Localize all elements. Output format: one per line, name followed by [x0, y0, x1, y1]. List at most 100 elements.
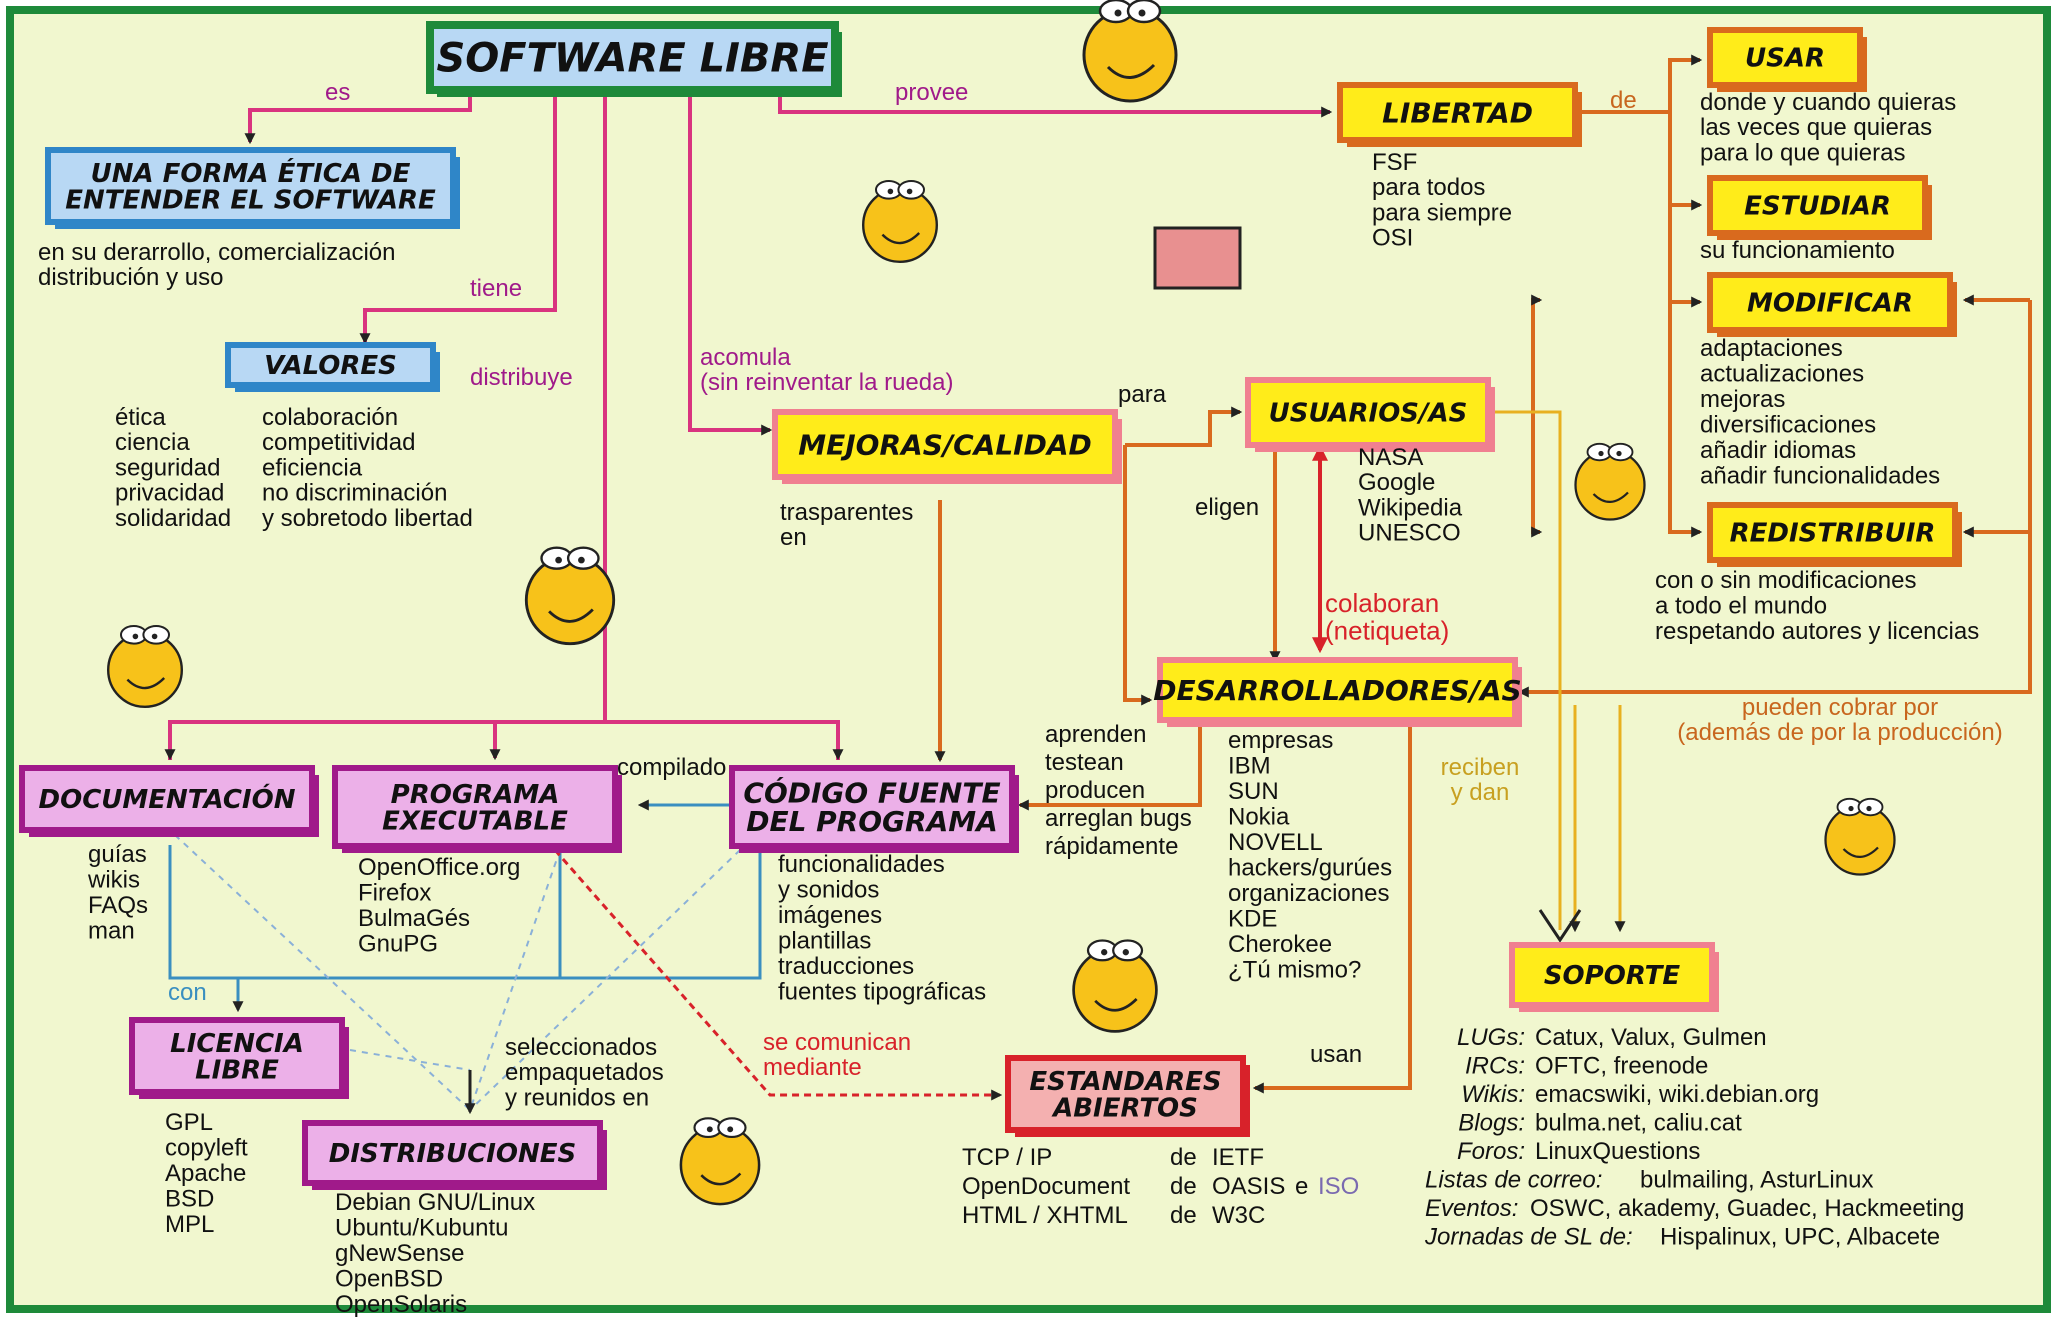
node-estudiar: ESTUDIAR: [1707, 175, 1932, 240]
soporte-label: LUGs:: [1457, 1024, 1525, 1051]
desc-forma-etica: distribución y uso: [38, 264, 223, 291]
standards-cell: de: [1170, 1202, 1197, 1229]
soporte-value: LinuxQuestions: [1535, 1138, 1700, 1165]
desc-dev-list: NOVELL: [1228, 829, 1323, 856]
desc-codigo: y sonidos: [778, 877, 879, 904]
edge-label-seleccionados: seleccionados: [505, 1034, 657, 1061]
soporte-value: bulma.net, caliu.cat: [1535, 1110, 1742, 1137]
desc-dev-list: KDE: [1228, 906, 1277, 933]
nodes: SOFTWARE LIBRE UNA FORMA ÉTICA DEENTENDER…: [19, 21, 1962, 1190]
node-label: ESTANDARES: [1029, 1067, 1221, 1097]
connector-provee: [778, 95, 1333, 118]
desc-valores-1: ética: [115, 404, 166, 431]
edge-label-reciben: y dan: [1451, 779, 1510, 806]
desc-programa: GnuPG: [358, 931, 438, 958]
soporte-label: Listas de correo:: [1425, 1167, 1602, 1194]
node-usuarios: USUARIOS/AS: [1245, 377, 1495, 452]
node-label: VALORES: [264, 351, 397, 381]
desc-usar: las veces que quieras: [1700, 114, 1932, 141]
desc-documentacion: wikis: [87, 867, 140, 894]
desc-distribuciones: Ubuntu/Kubuntu: [335, 1215, 508, 1242]
desc-libertad: para siempre: [1372, 199, 1512, 226]
desc-dev-actions: testean: [1045, 749, 1124, 776]
desc-distribuciones: OpenSolaris: [335, 1291, 467, 1318]
desc-licencia: MPL: [165, 1211, 214, 1238]
desc-valores-1: privacidad: [115, 480, 224, 507]
desc-dev-list: Cherokee: [1228, 931, 1332, 958]
connector-redistribuir: [1668, 302, 1703, 538]
node-redistribuir: REDISTRIBUIR: [1707, 502, 1962, 567]
desc-modificar: mejoras: [1700, 386, 1785, 413]
desc-modificar: actualizaciones: [1700, 361, 1864, 388]
desc-valores-1: ciencia: [115, 429, 190, 456]
desc-modificar: añadir idiomas: [1700, 437, 1856, 464]
node-label: USUARIOS/AS: [1269, 399, 1468, 429]
desc-dev-list: empresas: [1228, 727, 1333, 754]
desc-modificar: añadir funcionalidades: [1700, 463, 1940, 490]
desc-dev-list: SUN: [1228, 778, 1279, 805]
soporte-label: Eventos:: [1425, 1195, 1518, 1222]
connector-usan: [1252, 720, 1412, 1094]
standards-cell: HTML / XHTML: [962, 1202, 1128, 1229]
node-label: EXECUTABLE: [382, 806, 568, 836]
node-label: DOCUMENTACIÓN: [39, 783, 296, 815]
soporte-value: Catux, Valux, Gulmen: [1535, 1024, 1767, 1051]
soporte-label: Jornadas de SL de:: [1424, 1224, 1633, 1251]
soporte-value: bulmailing, AsturLinux: [1640, 1167, 1873, 1194]
standards-cell: de: [1170, 1144, 1197, 1171]
desc-usuarios: Wikipedia: [1358, 494, 1463, 521]
connector-lic-distros: [349, 1049, 471, 1071]
node-usar: USAR: [1707, 27, 1867, 92]
edge-label-con: con: [168, 979, 207, 1006]
connector-es: [244, 95, 472, 145]
node-libertad: LIBERTAD: [1337, 82, 1582, 147]
node-label: USAR: [1745, 44, 1825, 74]
standards-cell: OASIS: [1212, 1173, 1285, 1200]
desc-redistribuir: con o sin modificaciones: [1655, 567, 1916, 594]
desc-usuarios: Google: [1358, 469, 1435, 496]
edge-label-se-comunican: mediante: [763, 1054, 862, 1081]
desc-redistribuir: respetando autores y licencias: [1655, 618, 1979, 645]
edge-label-compilado: compilado: [617, 754, 726, 781]
soporte-value: OSWC, akademy, Guadec, Hackmeeting: [1530, 1195, 1964, 1222]
connector-se-comunican: [553, 849, 1003, 1101]
node-label: DEL PROGRAMA: [746, 805, 998, 838]
desc-licencia: BSD: [165, 1186, 214, 1213]
desc-estudiar: su funcionamiento: [1700, 237, 1895, 264]
edge-label-trasparentes: trasparentes: [780, 499, 913, 526]
node-software-libre: SOFTWARE LIBRE: [426, 21, 842, 97]
desc-dev-actions: rápidamente: [1045, 833, 1178, 860]
edge-label-colaboran: (netiqueta): [1325, 615, 1449, 645]
desc-dev-list: Nokia: [1228, 804, 1290, 831]
mascots: [106, 0, 1896, 1206]
connector-con: [168, 840, 762, 980]
soporte-value: emacswiki, wiki.debian.org: [1535, 1081, 1819, 1108]
node-label: ESTUDIAR: [1744, 192, 1891, 222]
desc-dev-actions: arreglan bugs: [1045, 805, 1192, 832]
soporte-label: Blogs:: [1458, 1110, 1525, 1137]
node-label: LIBERTAD: [1382, 96, 1533, 129]
desc-codigo: fuentes tipográficas: [778, 979, 986, 1006]
connector-tiene: [359, 95, 557, 345]
edge-label-reciben: reciben: [1441, 754, 1520, 781]
edge-label-seleccionados: empaquetados: [505, 1059, 664, 1086]
standards-cell: e: [1295, 1173, 1308, 1200]
node-label: MEJORAS/CALIDAD: [798, 428, 1091, 461]
desc-valores-2: colaboración: [262, 404, 398, 431]
desc-valores-1: solidaridad: [115, 505, 231, 532]
standards-cell: OpenDocument: [962, 1173, 1130, 1200]
node-label: UNA FORMA ÉTICA DE: [91, 157, 411, 189]
desc-documentacion: FAQs: [88, 892, 148, 919]
node-label: DISTRIBUCIONES: [329, 1139, 576, 1169]
standards-cell: ISO: [1318, 1173, 1359, 1200]
connector-doc-distros: [174, 834, 471, 1111]
desc-programa: OpenOffice.org: [358, 854, 520, 881]
edge-label-tiene: tiene: [470, 275, 522, 302]
desc-codigo: plantillas: [778, 928, 871, 955]
desc-dev-actions: producen: [1045, 777, 1145, 804]
